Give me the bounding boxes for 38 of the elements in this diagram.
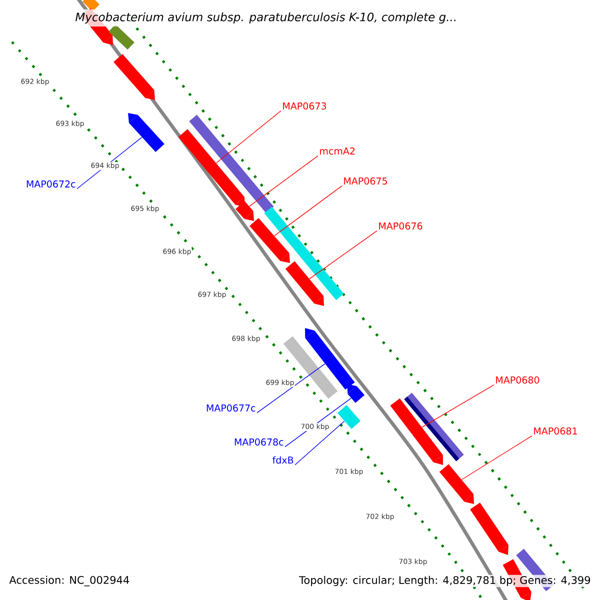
gene-block xyxy=(114,54,155,100)
leader-line xyxy=(274,185,342,236)
gene-label: MAP0681 xyxy=(534,427,577,435)
gene-label: MAP0680 xyxy=(496,376,540,384)
gene-block xyxy=(337,405,361,429)
leader-line xyxy=(256,363,326,414)
gene-label: mcmA2 xyxy=(320,147,355,155)
leader-line xyxy=(294,420,345,466)
gene-block xyxy=(305,328,355,390)
gene-block xyxy=(264,206,344,300)
gene-label: MAP0672c xyxy=(26,180,76,188)
gene-block xyxy=(82,0,100,12)
gene-block xyxy=(285,261,324,306)
gene-block xyxy=(439,464,474,504)
gene-block xyxy=(347,384,365,403)
gene-label: MAP0678c xyxy=(234,438,284,446)
gene-block xyxy=(128,113,164,152)
accession-text: Accession: NC_002944 xyxy=(8,574,131,588)
leader-line xyxy=(216,110,282,164)
gene-label: MAP0675 xyxy=(344,177,387,185)
gene-block xyxy=(250,218,290,263)
gene-label: MAP0673 xyxy=(283,102,326,110)
gene-block xyxy=(470,502,509,555)
gene-label: MAP0677c xyxy=(206,404,256,412)
gene-block xyxy=(178,129,245,207)
leader-line xyxy=(309,230,378,280)
gene-block xyxy=(283,336,338,399)
gene-block xyxy=(390,398,443,465)
gene-block xyxy=(108,24,134,50)
title: Mycobacterium avium subsp. paratuberculosis K-10, complete g... xyxy=(72,9,460,27)
gene-label: MAP0676 xyxy=(379,222,422,230)
gene-block xyxy=(189,114,274,214)
gene-block xyxy=(236,201,254,221)
summary-text: Topology: circular; Length: 4,829,781 bp; Genes: 4,399 xyxy=(298,574,592,588)
leader-line xyxy=(422,384,494,428)
leader-line xyxy=(461,435,532,480)
gene-label: fdxB xyxy=(272,456,294,464)
leader-line xyxy=(249,155,318,207)
